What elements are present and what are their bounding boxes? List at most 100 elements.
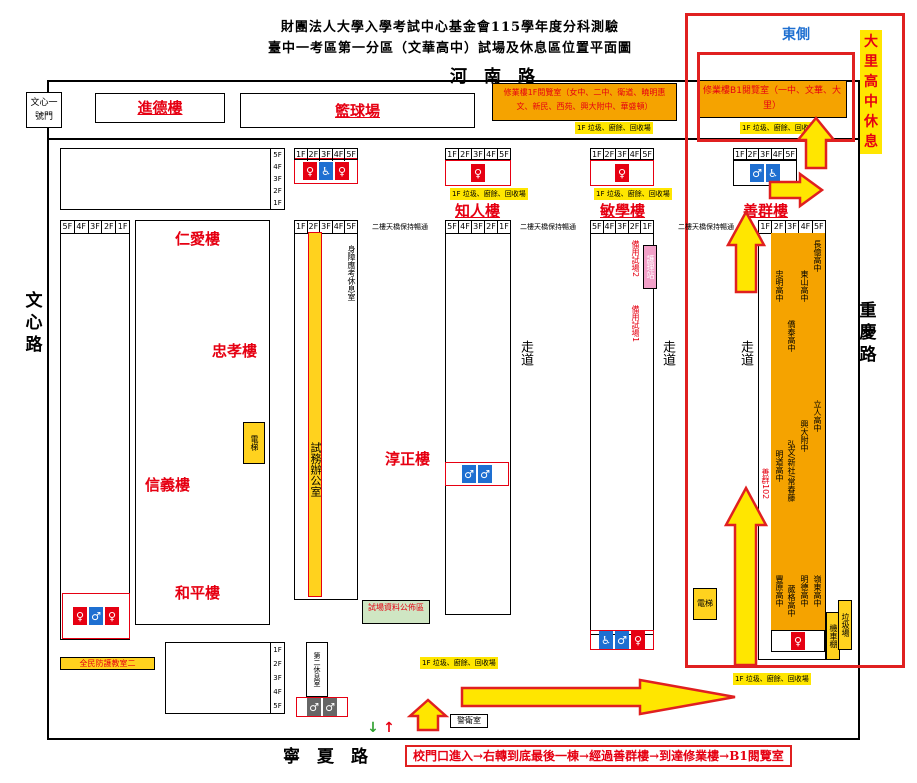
f2: 2F: [485, 221, 498, 233]
f5: 5F: [446, 221, 459, 233]
restroom-west-bottom: ♀ ♂ ♀: [62, 593, 130, 639]
f1: 1F: [273, 646, 282, 654]
elevator-west: 電梯: [243, 422, 265, 464]
f1: 1F: [295, 221, 308, 233]
exam-office-label: 試務辦公室: [309, 442, 322, 497]
school-xingda: 興大附中: [800, 420, 809, 452]
female-restroom-icon: ♀: [471, 164, 485, 182]
dali-rest-label: 大 里 高 中 休 息: [860, 30, 882, 154]
school-qiaotai: 僑泰高中: [787, 320, 796, 352]
male-restroom-icon: ♂: [750, 164, 764, 182]
restroom-chunzheng: ♂ ♂: [445, 462, 509, 486]
floor-box-north-left: 5F 4F 3F 2F 1F: [60, 148, 285, 210]
f5: 5F: [642, 150, 653, 159]
f1: 1F: [642, 222, 653, 231]
school-weige: 葳格高中: [787, 585, 796, 617]
floor-1f: 1F: [273, 199, 282, 207]
f3: 3F: [786, 221, 800, 233]
f2: 2F: [629, 221, 642, 233]
male-restroom-icon: ♂: [478, 465, 492, 483]
f2: 2F: [459, 149, 472, 161]
f1: 1F: [295, 149, 308, 161]
road-east: 重 慶 路: [858, 300, 878, 366]
female-restroom-icon: ♀: [73, 607, 87, 625]
dali-char-1: 大: [864, 34, 878, 50]
f2: 2F: [308, 221, 321, 233]
f5: 5F: [346, 150, 357, 159]
route-instruction-text: 校門口進入→右轉到底最後一棟→經過善群樓→到達修業樓→B1閱覽室: [413, 749, 784, 763]
campus-outline: [47, 80, 860, 740]
f2: 2F: [747, 149, 760, 161]
building-heping-label: 和平樓: [175, 584, 221, 602]
gate-wenxin-1: 文心一號門: [26, 92, 62, 128]
f4: 4F: [629, 149, 642, 161]
trash-tag-xiuye-1f: 1F 垃圾、廚餘、回收場: [575, 122, 653, 134]
road-west-char-3: 路: [25, 335, 43, 355]
dali-char-2: 里: [864, 54, 878, 70]
f4: 4F: [273, 688, 282, 696]
school-mingde: 明德高中: [800, 575, 809, 607]
male-restroom-icon: ♂: [307, 698, 321, 716]
f5: 5F: [813, 222, 824, 231]
f2: 2F: [772, 221, 786, 233]
school-lingdong: 嶺東高中: [813, 575, 822, 607]
xiuye-1f-label: 修業樓1F閱覽室（女中、二中、衛道、曉明惠文、新民、西苑、興大附中、華盛頓）: [503, 88, 666, 111]
f3: 3F: [472, 221, 485, 233]
road-west-char-2: 心: [25, 313, 43, 333]
road-east-char-3: 路: [859, 345, 877, 365]
building-zhongxiao-label: 忠孝樓: [212, 342, 258, 360]
building-minxue-label: 敏學樓: [600, 202, 646, 220]
floor-4f: 4F: [273, 163, 282, 171]
school-mingdao: 明道高中: [775, 450, 784, 482]
female-restroom-icon: ♀: [105, 607, 119, 625]
nurse-station: 護理站: [643, 245, 657, 289]
building-shanqun-label: 善群樓: [743, 202, 789, 220]
bridge-note-1: 二樓天橋保持暢通: [372, 223, 428, 231]
trash-field: 垃圾場: [838, 600, 852, 650]
accessible-restroom-icon: ♿: [766, 164, 780, 182]
f4: 4F: [333, 149, 346, 161]
floor-3f: 3F: [273, 175, 282, 183]
dali-char-5: 休: [864, 114, 878, 130]
elevator-east-label: 電梯: [697, 599, 713, 608]
east-side-label: 東側: [782, 27, 810, 43]
road-south: 寧 夏 路: [283, 747, 368, 767]
f1: 1F: [499, 222, 509, 231]
female-restroom-icon: ♀: [303, 162, 317, 180]
female-restroom-icon: ♀: [631, 631, 645, 649]
building-main-west: [135, 220, 270, 625]
notice-board: 試場資料公佈區: [362, 600, 430, 624]
f1: 1F: [759, 221, 773, 233]
second-rest-label: 第二休息室: [313, 652, 321, 687]
f5: 5F: [61, 221, 75, 233]
road-west-char-1: 文: [25, 291, 43, 311]
shanqun-exam-rooms: [771, 233, 825, 630]
disabled-rest-room: 身障應考休息室: [347, 245, 356, 301]
f1: 1F: [591, 149, 604, 161]
trash-tag-south-2: 1F 垃圾、廚餘、回收場: [733, 673, 811, 685]
f5: 5F: [785, 150, 796, 159]
f3: 3F: [472, 149, 485, 161]
f3: 3F: [321, 221, 333, 233]
title-line-1: 財團法人大學入學考試中心基金會115學年度分科測驗: [280, 20, 620, 35]
f2: 2F: [308, 149, 321, 161]
corridor-label-1: 走道: [518, 340, 533, 366]
spare-room-1: 備用試場1: [631, 305, 640, 343]
f3: 3F: [617, 149, 629, 161]
female-restroom-icon: ♀: [791, 632, 805, 650]
building-jinde: 進德樓: [95, 93, 225, 123]
route-instruction: 校門口進入→右轉到底最後一棟→經過善群樓→到達修業樓→B1閱覽室: [405, 745, 792, 767]
entry-arrow-icon: ↓: [367, 720, 379, 736]
building-xinyi-label: 信義樓: [145, 476, 191, 494]
parking-label: 機車棚: [829, 624, 838, 648]
school-liren: 立人高中: [813, 400, 822, 432]
male-restroom-icon: ♂: [615, 631, 629, 649]
floor-2f: 2F: [273, 187, 282, 195]
restroom-north-1: ♀ ♿ ♀: [294, 158, 358, 184]
restroom-shanqun: ♂ ♿: [733, 160, 797, 186]
